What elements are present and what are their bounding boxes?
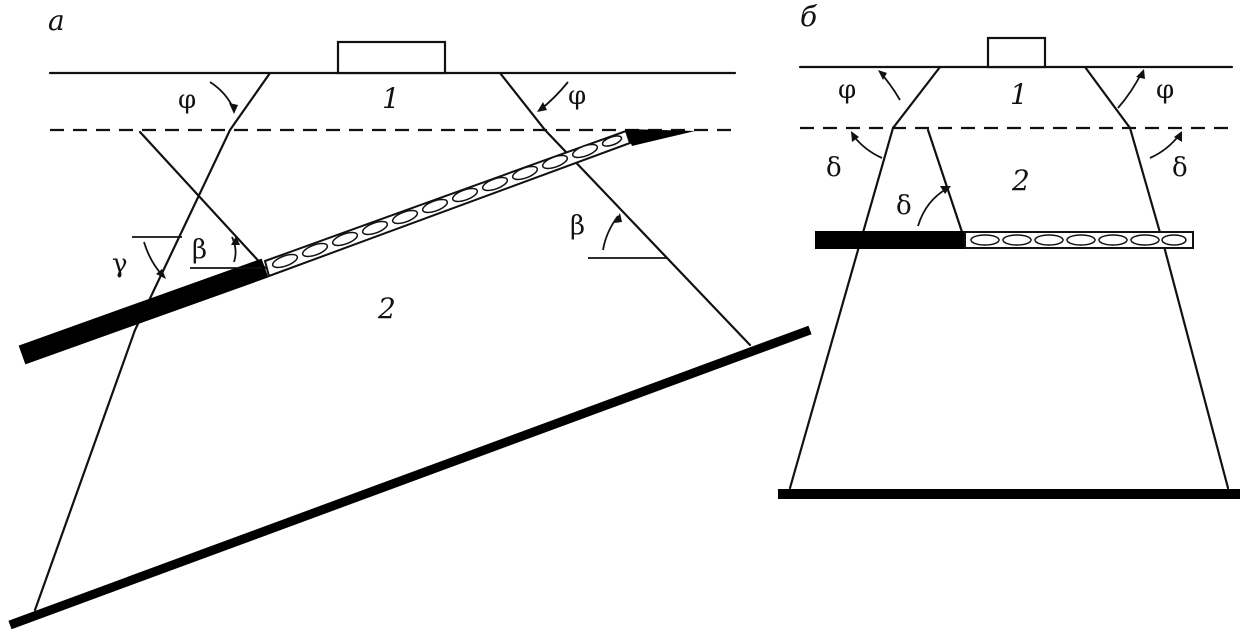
panel-b-right-ray	[1083, 65, 1230, 490]
panel-b-layer-2-label: 2	[1011, 164, 1030, 197]
panel-b-phi-left-arrow	[878, 70, 887, 80]
panel-b-phi-right-label: φ	[1156, 75, 1174, 105]
panel-a-layer-2-label: 2	[377, 292, 396, 325]
panel-b-delta-mid-label: δ	[896, 191, 912, 221]
panel-a-beta2-arc	[602, 215, 619, 251]
panel-a-beta2-label: β	[570, 211, 585, 241]
panel-b-phi-right-arrow	[1136, 69, 1145, 79]
panel-a-gamma-label: γ	[112, 249, 128, 279]
panel-b-delta-left-label: δ	[826, 153, 842, 183]
panel-b-delta-right-arrow	[1174, 131, 1182, 142]
panel-a-beta-label: β	[192, 235, 207, 265]
panel-b-reflected-ray	[926, 128, 964, 234]
panel-b: б φ	[778, 0, 1240, 499]
panel-b-transducer	[986, 36, 1047, 69]
panel-a-label: а	[48, 4, 65, 37]
panel-a-upper-bed-tip	[625, 129, 695, 146]
panel-a-phi-right-arrow	[537, 102, 547, 112]
panel-a-beta-arrow	[231, 236, 240, 245]
panel-a-right-ray	[498, 71, 752, 347]
panel-b-label: б	[800, 0, 818, 33]
panel-a-phi-left-label: φ	[178, 85, 196, 115]
panel-b-delta-right-label: δ	[1172, 153, 1188, 183]
panel-b-delta-mid-arrow	[940, 186, 951, 194]
panel-a-lower-bed	[8, 325, 812, 630]
panel-a-gap-ovals	[271, 135, 623, 269]
panel-a-upper-bed-solid	[18, 258, 269, 365]
panel-b-layer-1-label: 1	[1010, 78, 1028, 111]
panel-a-phi-right-label: φ	[568, 81, 586, 111]
panel-a: а	[8, 4, 812, 630]
panel-a-layer-1-label: 1	[382, 82, 400, 115]
panel-a-beta2-arrow	[614, 213, 622, 223]
panel-b-left-ray	[788, 65, 942, 490]
panel-b-phi-left-label: φ	[838, 75, 856, 105]
panel-b-delta-mid-arc	[917, 187, 949, 227]
panel-a-phi-left-arrow	[229, 103, 238, 114]
panel-a-beta-arc	[231, 236, 237, 263]
panel-a-reflected-ray	[138, 130, 267, 270]
panel-a-left-ray	[33, 71, 272, 612]
panel-b-delta-left-arrow	[851, 131, 859, 142]
panel-b-gap-ovals	[970, 234, 1187, 246]
panel-a-transducer	[336, 40, 447, 75]
panel-a-gamma-arrow	[156, 269, 166, 279]
